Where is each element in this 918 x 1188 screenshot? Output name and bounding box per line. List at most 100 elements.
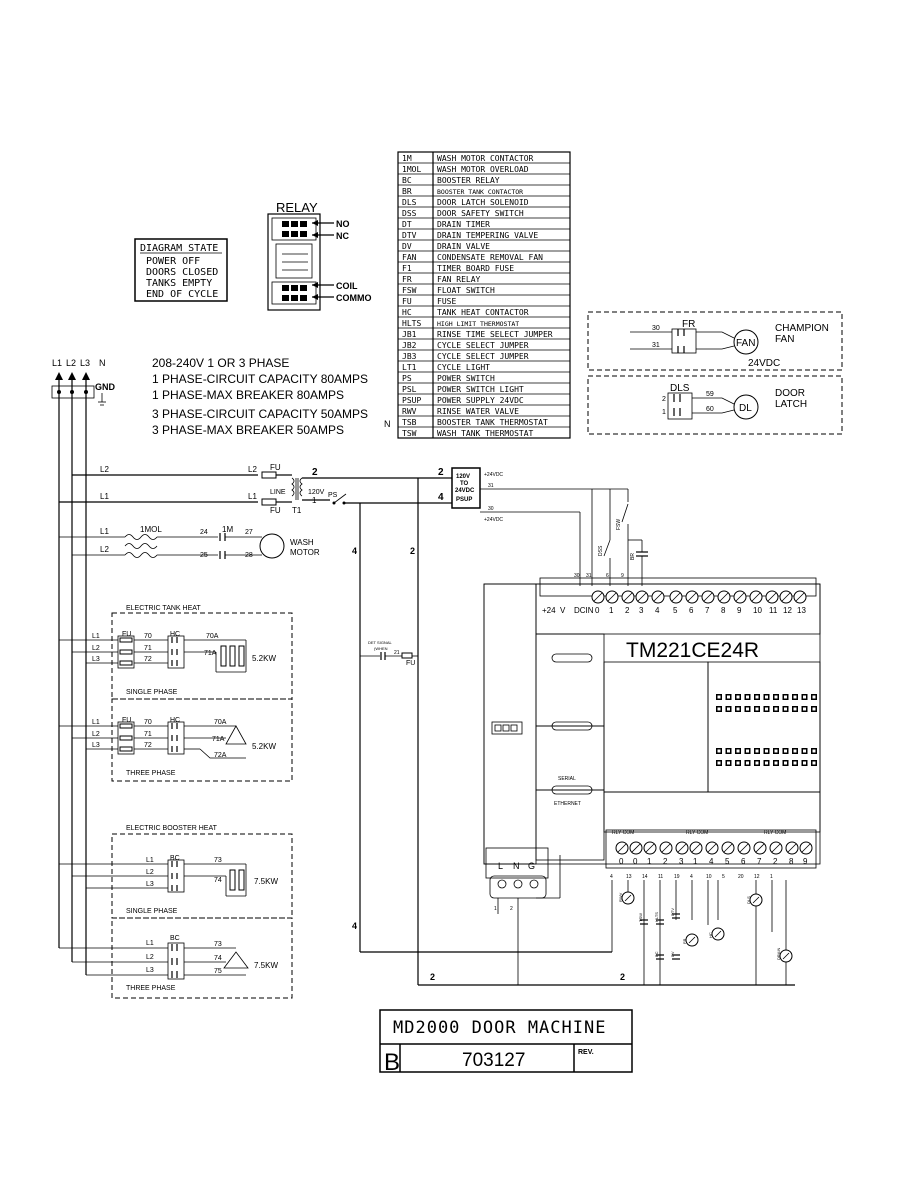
output-wire-number: 13	[626, 874, 632, 880]
legend-description: CYCLE LIGHT	[437, 363, 490, 372]
power-spec-line: 208-240V 1 OR 3 PHASE	[152, 356, 289, 370]
wire-24: 24	[200, 529, 208, 536]
input-terminal-label: 8	[721, 606, 726, 615]
br-label: BR	[630, 553, 636, 560]
legend-code: BC	[402, 176, 412, 185]
ps-label: PS	[328, 492, 338, 499]
wire-27: 27	[245, 529, 253, 536]
output-device-label: DLS	[746, 896, 751, 904]
input-terminal-label: 1	[609, 606, 614, 615]
legend-description: RINSE WATER VALVE	[437, 407, 519, 416]
power-spec-line: 3 PHASE-MAX BREAKER 50AMPS	[152, 423, 344, 437]
output-terminal-label: 7	[757, 857, 762, 866]
svg-text:L2: L2	[146, 869, 154, 876]
output-wire-number: 1	[770, 874, 773, 880]
legend-description: BOOSTER RELAY	[437, 176, 500, 185]
legend-code: F1	[402, 264, 412, 273]
tank-heat-single-phase: FU HC L1 L2 L3 70 71 72 70A 71A 5.2KW	[59, 631, 276, 673]
booster-three: THREE PHASE	[126, 985, 176, 992]
legend-description: TANK HEAT CONTACTOR	[437, 308, 529, 317]
svg-text:L2: L2	[248, 465, 257, 474]
plc-led-grid	[716, 694, 817, 766]
relay-no-terminals	[282, 221, 307, 237]
legend-code: FSW	[402, 286, 417, 295]
input-terminal-label: 4	[655, 606, 660, 615]
svg-text:L1: L1	[100, 527, 109, 536]
svg-text:L3: L3	[146, 967, 154, 974]
svg-text:5.2KW: 5.2KW	[252, 654, 276, 663]
output-terminal-label: 0	[633, 857, 638, 866]
legend-description: FLOAT SWITCH	[437, 286, 495, 295]
legend-description: FUSE	[437, 297, 456, 306]
power-terminal-label: L	[498, 861, 503, 871]
legend-code: DTV	[402, 231, 417, 240]
svg-text:L2: L2	[92, 645, 100, 652]
svg-text:70A: 70A	[214, 719, 227, 726]
legend-code: PSUP	[402, 396, 421, 405]
plus24-label: +24VDC	[484, 517, 503, 523]
svg-text:L3: L3	[92, 742, 100, 749]
input-terminal-label: 2	[625, 606, 630, 615]
control-circuit: L2 L2 L1 L1 FU FU LINE T1 120V 1 2 PS 2 …	[59, 463, 795, 986]
motor-label: WASH	[290, 538, 314, 547]
diagram-state-line: DOORS CLOSED	[146, 267, 218, 278]
svg-text:72A: 72A	[214, 752, 227, 759]
drawing-title: MD2000 DOOR MACHINE	[393, 1018, 606, 1038]
svg-text:L2: L2	[100, 545, 109, 554]
svg-text:L2: L2	[92, 731, 100, 738]
svg-text:73: 73	[214, 941, 222, 948]
fan-title: FAN	[775, 334, 794, 345]
legend-code: FR	[402, 275, 412, 284]
svg-text:2: 2	[510, 906, 513, 912]
line-l2-label: L2	[66, 358, 76, 368]
svg-text:FU: FU	[122, 631, 131, 638]
svg-text:FU: FU	[406, 660, 415, 667]
dls-pin: 1	[662, 409, 666, 416]
output-wire-number: 14	[642, 874, 648, 880]
output-terminal-label: 1	[647, 857, 652, 866]
svg-text:(WHEN: (WHEN	[374, 646, 388, 651]
dls-wire-60: 60	[706, 406, 714, 413]
wire-28: 28	[245, 552, 253, 559]
svg-text:L1: L1	[146, 940, 154, 947]
power-spec-line: 1 PHASE-MAX BREAKER 80AMPS	[152, 388, 344, 402]
revision-label: REV.	[578, 1049, 594, 1056]
plc-ethernet: ETHERNET	[554, 801, 581, 807]
gnd-label: GND	[95, 382, 116, 392]
legend-description: BOOSTER TANK CONTACTOR	[437, 188, 523, 196]
legend-description: POWER SUPPLY 24VDC	[437, 396, 524, 405]
fan-voltage: 24VDC	[748, 358, 780, 369]
dls-label: DLS	[670, 383, 690, 394]
relay-nc-label: NC	[336, 231, 349, 241]
psup-label: 24VDC	[455, 488, 475, 494]
svg-text:75: 75	[214, 968, 222, 975]
tank-heat-single: SINGLE PHASE	[126, 689, 178, 696]
plc-model: TM221CE24R	[626, 639, 759, 662]
diagram-state-line: END OF CYCLE	[146, 289, 218, 300]
motor-label: MOTOR	[290, 548, 320, 557]
dss-label: DSS	[598, 545, 604, 556]
svg-text:72: 72	[144, 656, 152, 663]
output-terminal-label: 8	[789, 857, 794, 866]
svg-text:L3: L3	[146, 881, 154, 888]
diagram-state-box: DIAGRAM STATE POWER OFF DOORS CLOSED TAN…	[134, 238, 228, 302]
psup-label: PSUP	[456, 497, 472, 503]
line-label: LINE	[270, 489, 286, 496]
t1-label: T1	[292, 506, 302, 515]
legend-code: FAN	[402, 253, 417, 262]
input-terminal-label: 3	[639, 606, 644, 615]
legend-code: DT	[402, 220, 412, 229]
fan-symbol: FAN	[736, 338, 755, 349]
diagram-state-title: DIAGRAM STATE	[140, 243, 218, 254]
output-wire-number: 4	[690, 874, 693, 880]
legend-code: DV	[402, 242, 412, 251]
output-wire-number: 12	[754, 874, 760, 880]
svg-text:DET SIGNAL: DET SIGNAL	[368, 640, 392, 645]
booster-heat-section: ELECTRIC BOOSTER HEAT SINGLE PHASE THREE…	[59, 825, 293, 999]
legend-description: TIMER BOARD FUSE	[437, 264, 514, 273]
plus24-label: +24VDC	[484, 472, 503, 478]
dl-symbol: DL	[739, 403, 752, 414]
